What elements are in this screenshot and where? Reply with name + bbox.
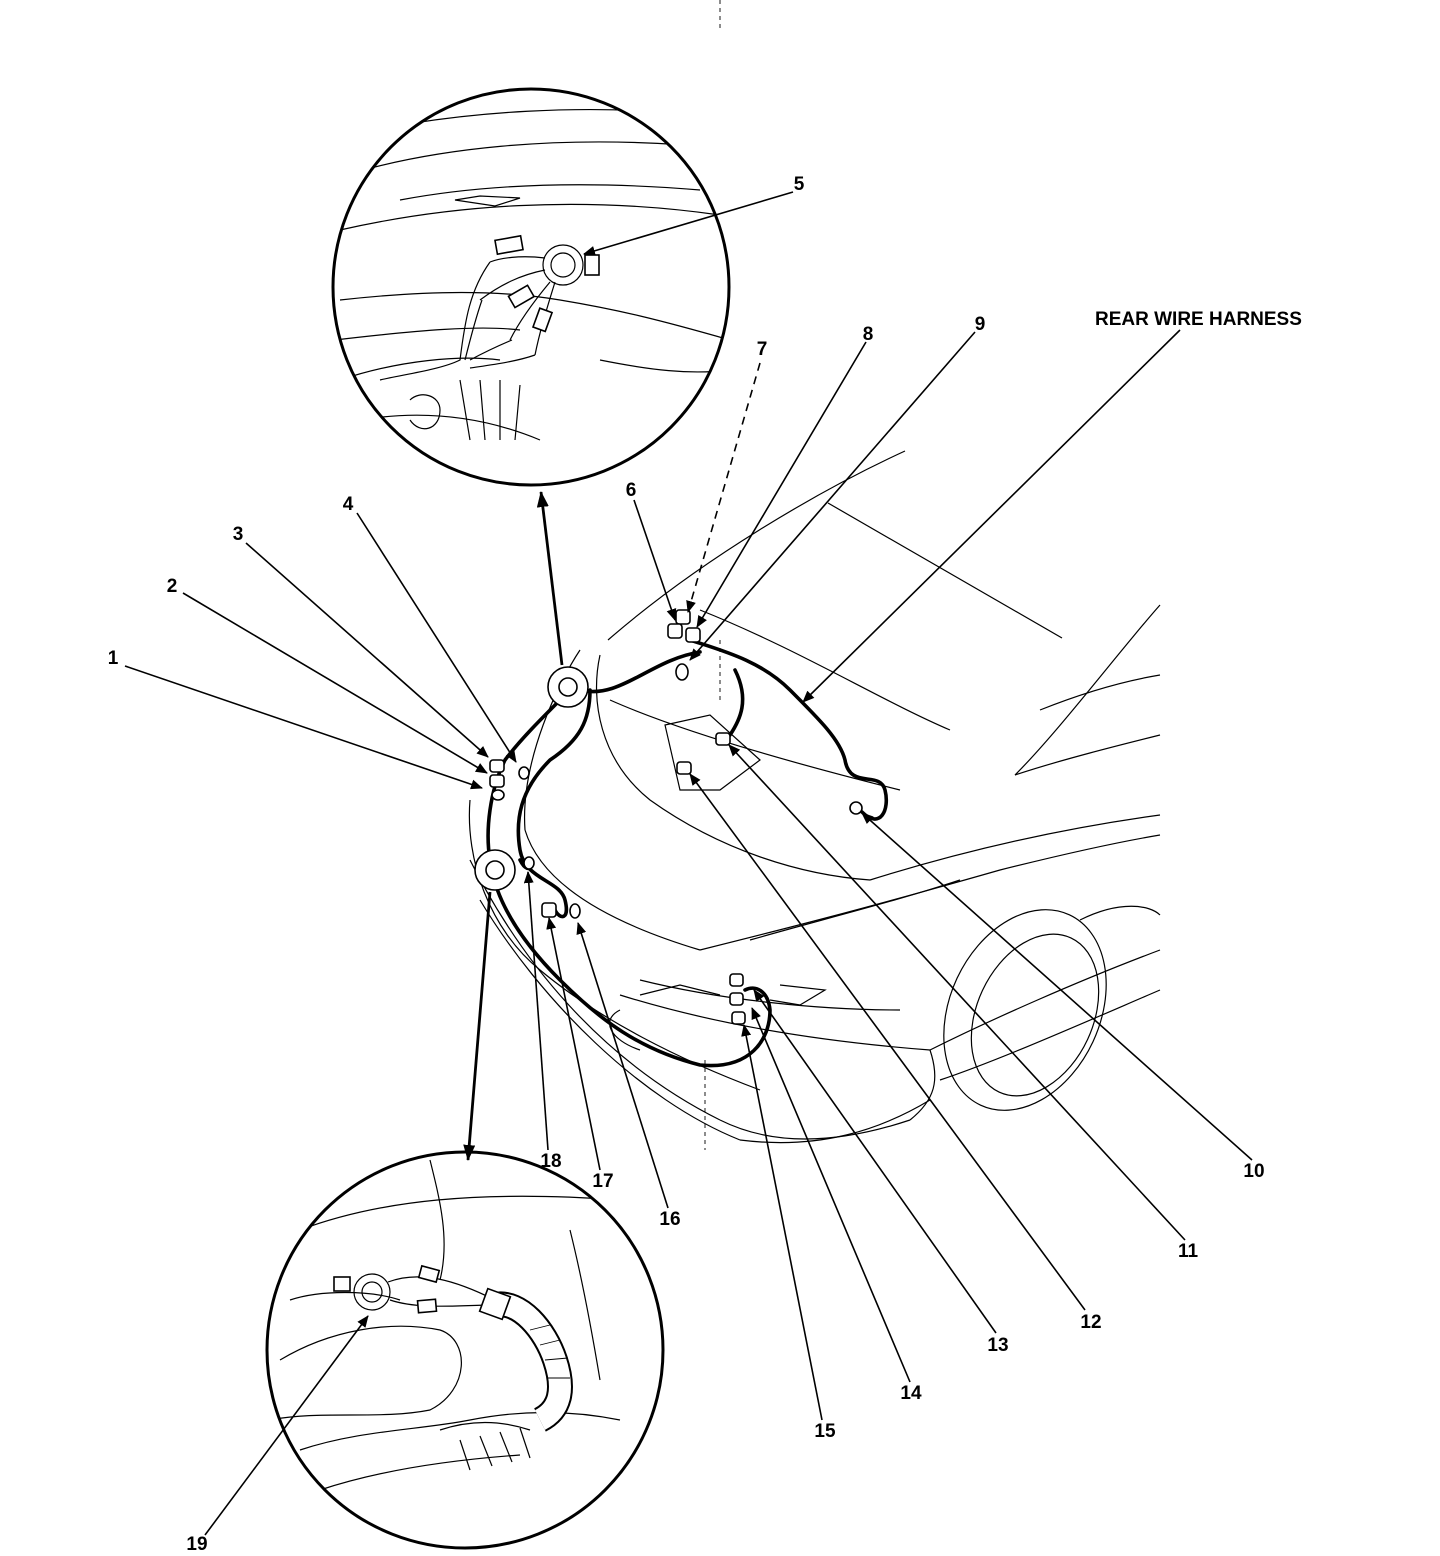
- callout-18: 18: [540, 1151, 561, 1172]
- callout-4: 4: [343, 494, 354, 515]
- rear-wire-harness-label: REAR WIRE HARNESS: [1095, 309, 1302, 330]
- callout-9: 9: [975, 314, 986, 335]
- callout-19: 19: [186, 1534, 207, 1555]
- bottom-detail-view: [265, 1150, 665, 1550]
- callout-14: 14: [900, 1383, 922, 1404]
- callout-6: 6: [626, 480, 637, 501]
- detail-arrows: [463, 491, 564, 1161]
- callout-3: 3: [233, 524, 244, 545]
- rear-wire-harness: [486, 638, 888, 1068]
- callout-1: 1: [108, 648, 119, 669]
- callout-15: 15: [814, 1421, 836, 1442]
- callout-13: 13: [987, 1335, 1008, 1356]
- connectors: [474, 609, 863, 1025]
- callout-5: 5: [794, 174, 805, 195]
- callout-2: 2: [167, 576, 178, 597]
- callout-17: 17: [592, 1171, 613, 1192]
- callout-labels: 1 2 3 4 5 6 7 8 9 10 11 12 13 14 15 16 1…: [108, 174, 1265, 1555]
- top-detail-view: [331, 87, 731, 487]
- callout-16: 16: [659, 1209, 680, 1230]
- callout-8: 8: [863, 324, 874, 345]
- callout-12: 12: [1080, 1312, 1101, 1333]
- callout-10: 10: [1243, 1161, 1264, 1182]
- leader-lines: [124, 191, 1253, 1536]
- callout-11: 11: [1178, 1241, 1199, 1262]
- callout-7: 7: [757, 339, 768, 360]
